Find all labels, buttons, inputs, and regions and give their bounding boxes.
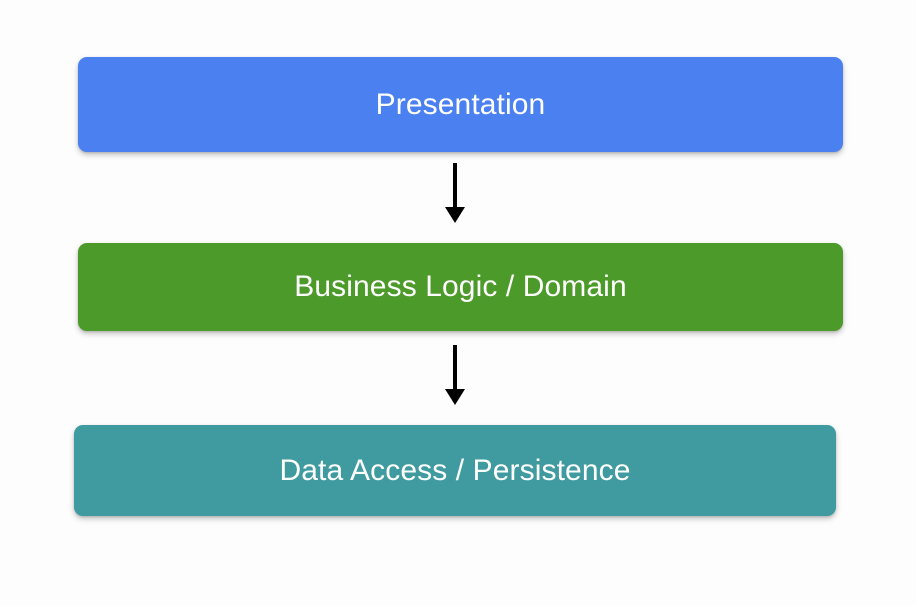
layer-label-business-logic: Business Logic / Domain <box>294 270 627 303</box>
layer-label-data-access: Data Access / Persistence <box>279 453 631 487</box>
layer-box-data-access[interactable]: Data Access / Persistence <box>74 425 836 516</box>
layer-label-presentation: Presentation <box>375 87 546 121</box>
down-arrow-icon <box>445 163 465 223</box>
arrow-presentation-to-business <box>435 163 475 225</box>
layer-box-business-logic[interactable]: Business Logic / Domain <box>78 243 843 331</box>
arrow-business-to-data <box>435 345 475 407</box>
layer-box-presentation[interactable]: Presentation <box>78 57 843 152</box>
down-arrow-icon <box>445 345 465 405</box>
